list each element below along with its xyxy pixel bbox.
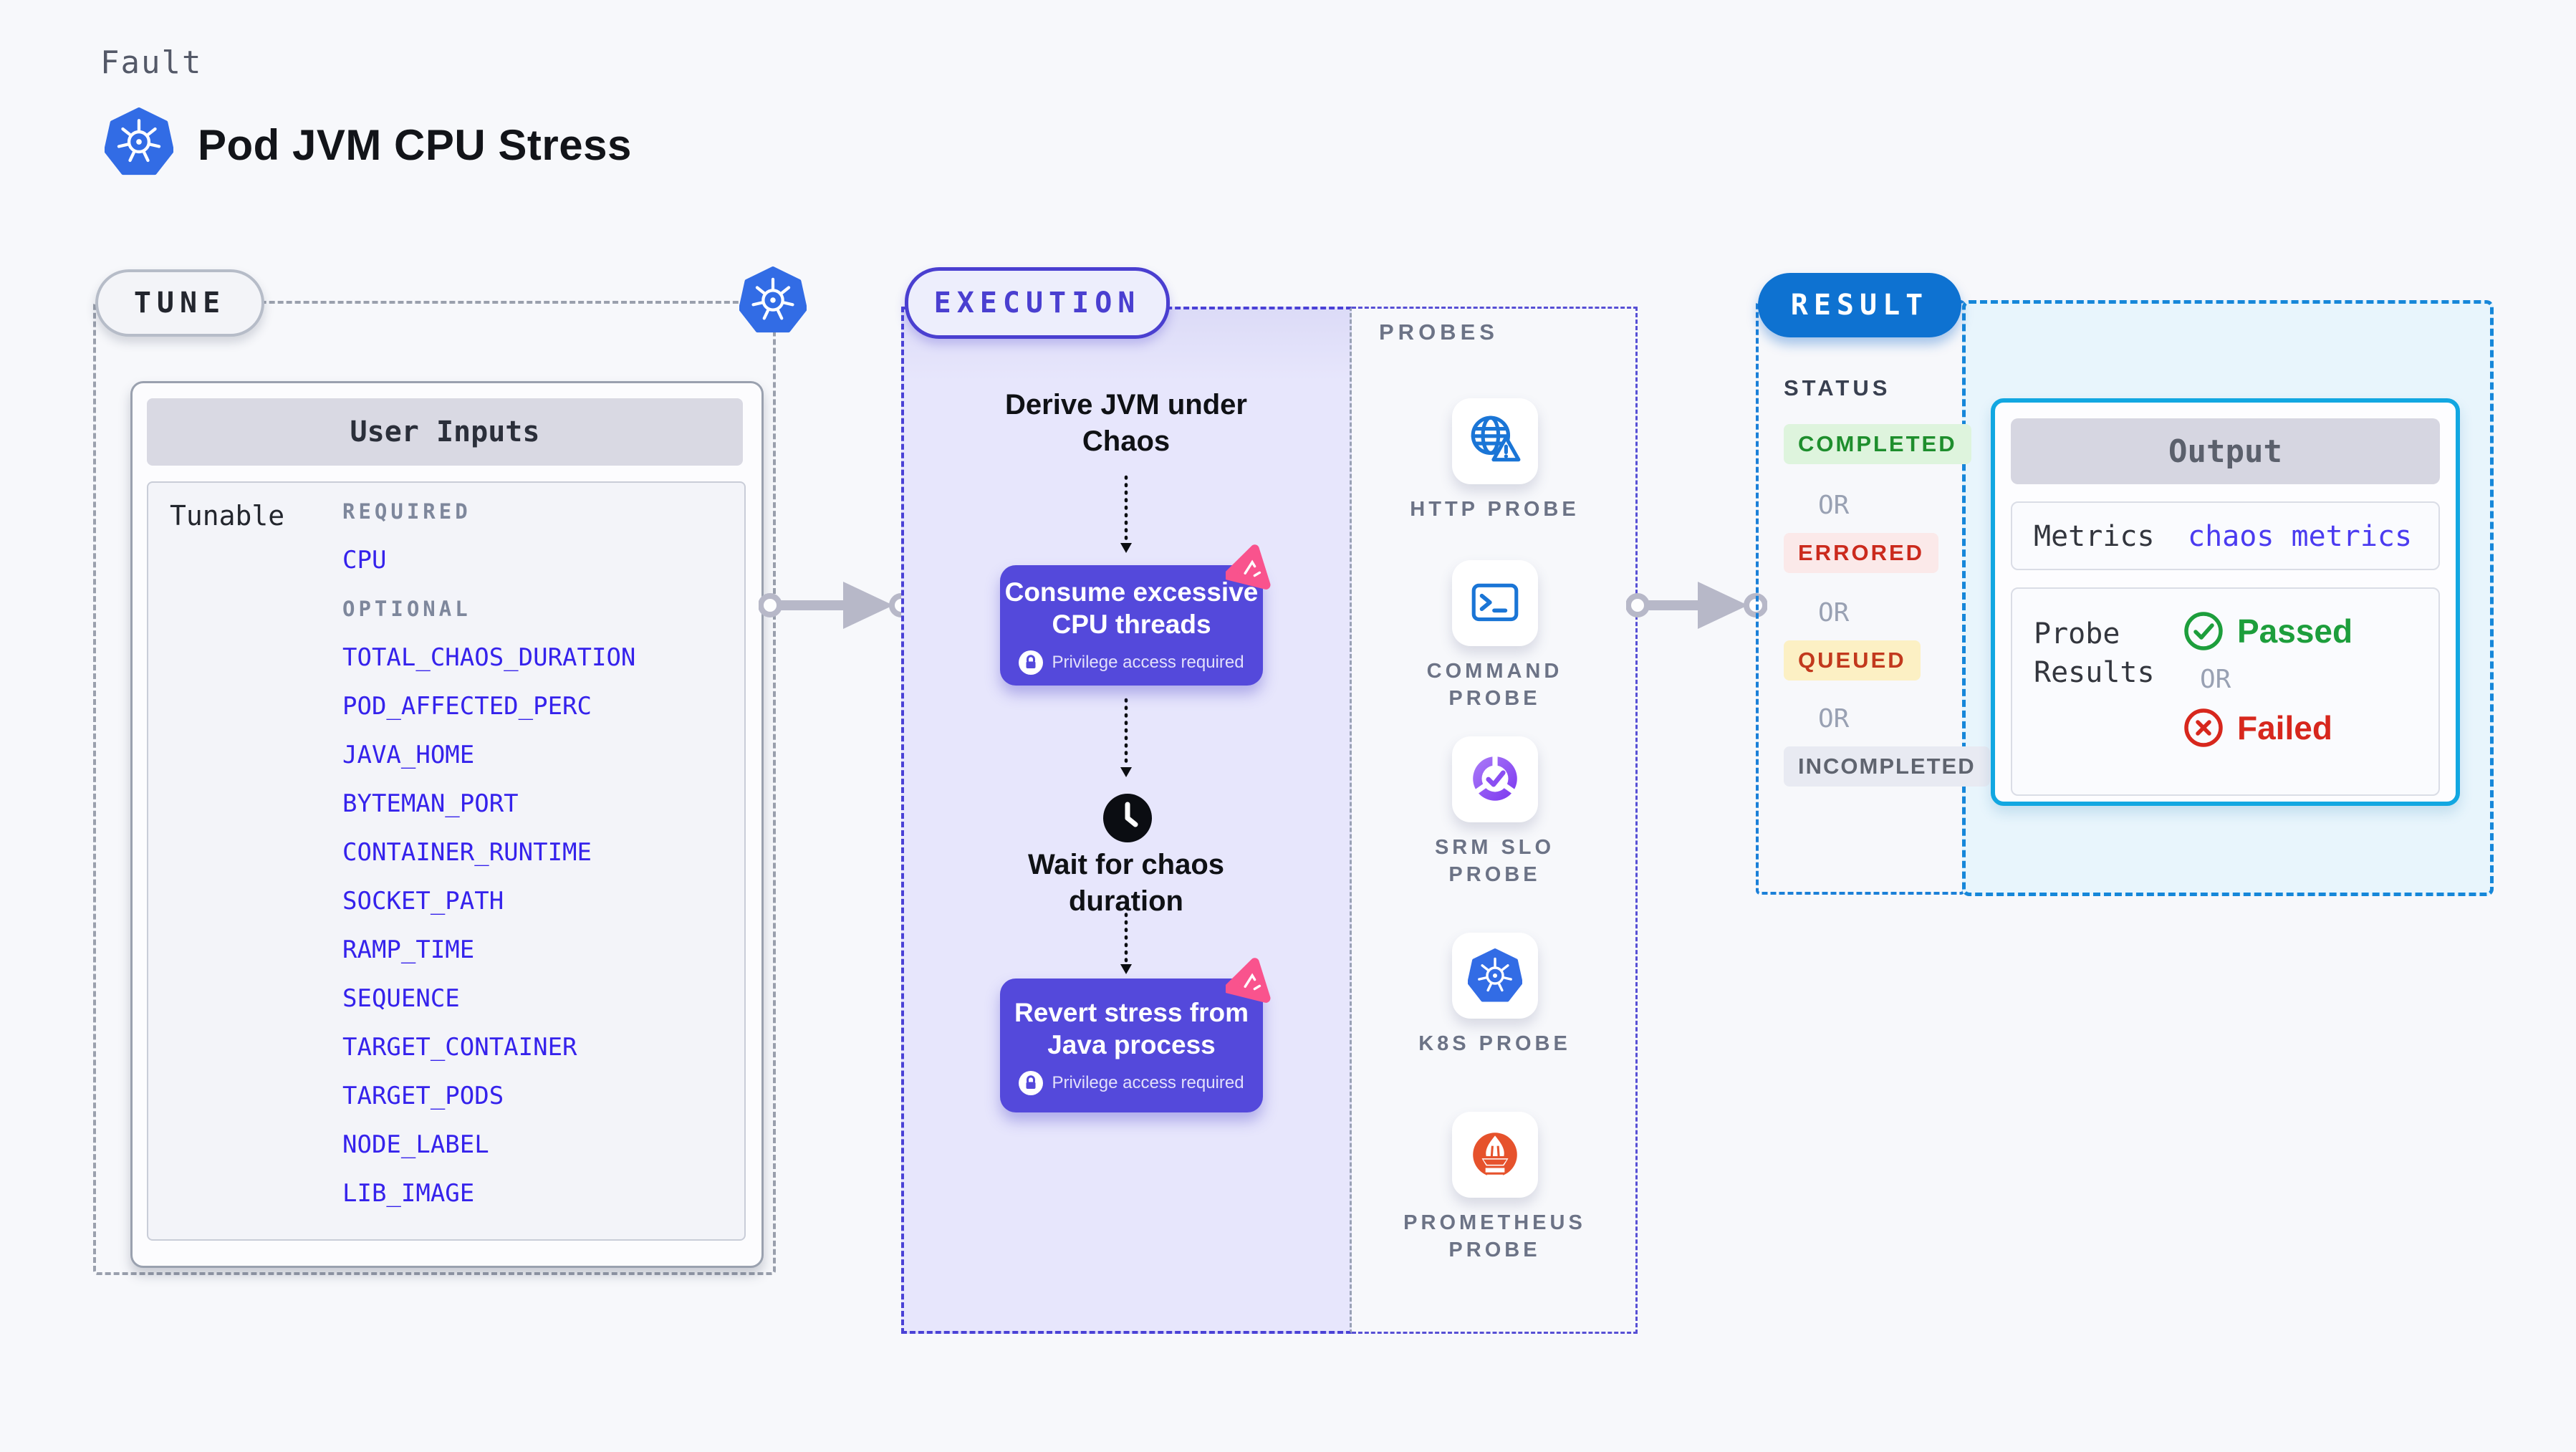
user-inputs-list	[147, 481, 746, 1241]
verdict-or: OR	[2200, 665, 2231, 694]
param-java-home: JAVA_HOME	[342, 741, 475, 769]
privilege-note: Privilege access required	[1019, 1070, 1244, 1095]
prometheus-probe-icon	[1472, 1133, 1517, 1182]
param-lib-image: LIB_IMAGE	[342, 1179, 475, 1208]
k8s-probe-icon	[1468, 948, 1522, 1003]
kubernetes-icon	[105, 107, 173, 176]
lock-icon	[1019, 1070, 1044, 1095]
param-byteman-port: BYTEMAN_PORT	[342, 789, 519, 818]
metrics-value: chaos metrics	[2188, 520, 2413, 553]
status-or: OR	[1818, 491, 1850, 520]
status-options: COMPLETED OR ERRORED OR QUEUED OR INCOMP…	[1784, 424, 1990, 787]
probes-title: PROBES	[1379, 319, 1499, 345]
dotted-arrow-down	[1120, 905, 1132, 974]
probe-results-label: Probe Results	[2034, 617, 2155, 689]
command-probe-icon	[1471, 583, 1518, 622]
param-target-container: TARGET_CONTAINER	[342, 1033, 577, 1062]
clock-icon	[1103, 794, 1152, 842]
probe-srm-slo: SRM SLO PROBE	[1352, 736, 1638, 888]
litmus-chaos-icon	[1226, 957, 1274, 1006]
node-revert-stress: Revert stress from Java process Privileg…	[1000, 979, 1263, 1112]
param-socket-path: SOCKET_PATH	[342, 887, 504, 915]
status-errored: ERRORED	[1784, 533, 1939, 573]
status-incompleted: INCOMPLETED	[1784, 746, 1990, 787]
srm-slo-probe-icon	[1472, 755, 1517, 801]
step-wait: Wait for chaos duration	[1027, 849, 1225, 917]
optional-label: OPTIONAL	[342, 597, 471, 621]
privilege-note: Privilege access required	[1019, 650, 1244, 675]
verdict-failed: Failed	[2183, 707, 2332, 749]
probe-results-row: Probe Results Passed OR	[2011, 587, 2440, 796]
litmus-chaos-icon	[1226, 544, 1274, 592]
param-target-pods: TARGET_PODS	[342, 1082, 504, 1110]
arrow-execution-to-result	[1626, 582, 1767, 629]
probe-k8s: K8S PROBE	[1352, 933, 1638, 1057]
param-ramp-time: RAMP_TIME	[342, 936, 475, 964]
execution-badge: EXECUTION	[905, 267, 1170, 339]
status-or: OR	[1818, 598, 1850, 628]
lock-icon	[1019, 650, 1044, 675]
status-title: STATUS	[1784, 375, 1891, 400]
fault-kicker: Fault	[100, 44, 203, 81]
output-card: Output Metrics chaos metrics Probe Resul…	[1991, 398, 2460, 806]
param-container-runtime: CONTAINER_RUNTIME	[342, 838, 592, 867]
verdict-passed: Passed	[2183, 610, 2352, 652]
status-queued: QUEUED	[1784, 640, 1921, 681]
param-node-label: NODE_LABEL	[342, 1130, 489, 1159]
x-circle-icon	[2184, 708, 2223, 747]
probe-prometheus: PROMETHEUS PROBE	[1352, 1112, 1638, 1264]
param-sequence: SEQUENCE	[342, 984, 460, 1013]
required-label: REQUIRED	[342, 499, 471, 524]
step-derive: Derive JVM under Chaos	[1005, 389, 1247, 457]
probe-http: HTTP PROBE	[1352, 398, 1638, 523]
metrics-row: Metrics chaos metrics	[2011, 501, 2440, 570]
check-circle-icon	[2184, 612, 2223, 650]
tunable-label: Tunable	[170, 500, 285, 532]
dotted-arrow-down	[1120, 475, 1132, 553]
http-probe-icon	[1471, 415, 1520, 462]
tune-badge: TUNE	[95, 269, 264, 337]
output-title: Output	[2011, 418, 2440, 484]
node-consume-cpu: Consume excessive CPU threads Privilege …	[1000, 565, 1263, 686]
param-pod-affected-perc: POD_AFFECTED_PERC	[342, 692, 592, 721]
param-cpu: CPU	[342, 546, 387, 574]
probe-command: COMMAND PROBE	[1352, 560, 1638, 712]
status-completed: COMPLETED	[1784, 424, 1971, 464]
result-badge: RESULT	[1758, 273, 1961, 337]
tune-section-box	[93, 301, 776, 1275]
arrow-tune-to-execution	[759, 582, 913, 629]
probes-area	[1352, 307, 1638, 1334]
page-title: Pod JVM CPU Stress	[198, 121, 632, 169]
tunable-params: REQUIRED CPU OPTIONAL TOTAL_CHAOS_DURATI…	[342, 497, 744, 1228]
user-inputs-title: User Inputs	[147, 398, 743, 466]
metrics-label: Metrics	[2034, 520, 2155, 553]
param-total-chaos-duration: TOTAL_CHAOS_DURATION	[342, 643, 636, 672]
status-or: OR	[1818, 704, 1850, 734]
dotted-arrow-down	[1120, 698, 1132, 777]
kubernetes-icon	[739, 266, 807, 334]
